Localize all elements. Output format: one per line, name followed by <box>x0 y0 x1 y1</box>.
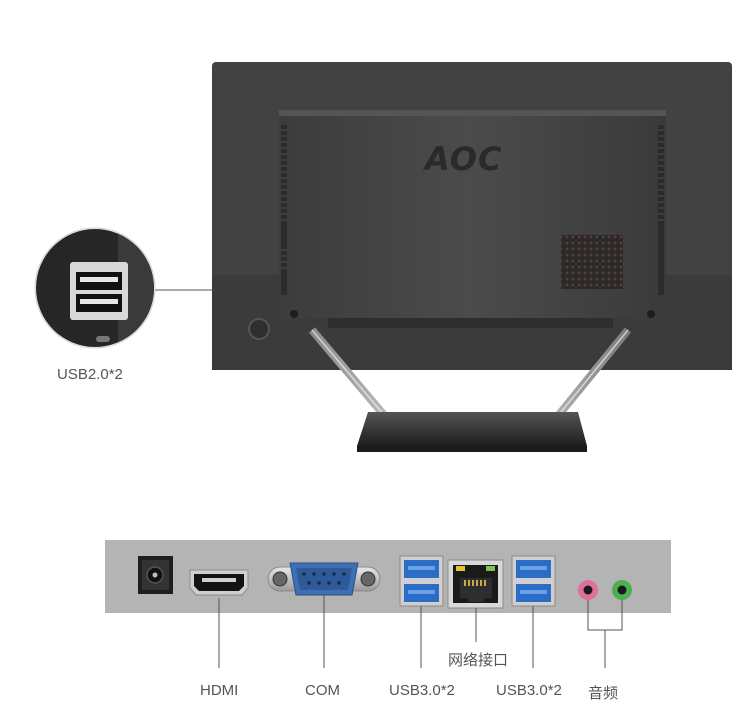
rj45-network-port <box>447 559 504 609</box>
network-port-label: 网络接口 <box>448 652 509 669</box>
com-label: COM <box>305 682 340 699</box>
usb3-left-label: USB3.0*2 <box>389 682 455 699</box>
usb2-callout-zoom <box>34 227 156 349</box>
power-button <box>248 318 270 340</box>
usb3-port-left <box>399 555 444 607</box>
usb2-callout-label: USB2.0*2 <box>57 366 123 383</box>
monitor-back <box>212 62 732 370</box>
audio-jack-green <box>612 580 632 600</box>
speaker-grille <box>561 235 623 289</box>
io-port-panel <box>105 540 671 668</box>
leader-lines <box>218 595 623 668</box>
audio-jack-pink <box>578 580 598 600</box>
usb3-port-right <box>511 555 556 607</box>
dc-power-jack <box>138 556 173 594</box>
monitor-illustration <box>34 62 732 452</box>
audio-label: 音频 <box>588 685 619 702</box>
com-port <box>267 562 381 596</box>
monitor-stand <box>308 327 632 452</box>
hdmi-port <box>189 569 249 596</box>
usb3-right-label: USB3.0*2 <box>496 682 562 699</box>
aoc-logo: AOC <box>425 140 503 178</box>
hdmi-label: HDMI <box>200 682 239 699</box>
